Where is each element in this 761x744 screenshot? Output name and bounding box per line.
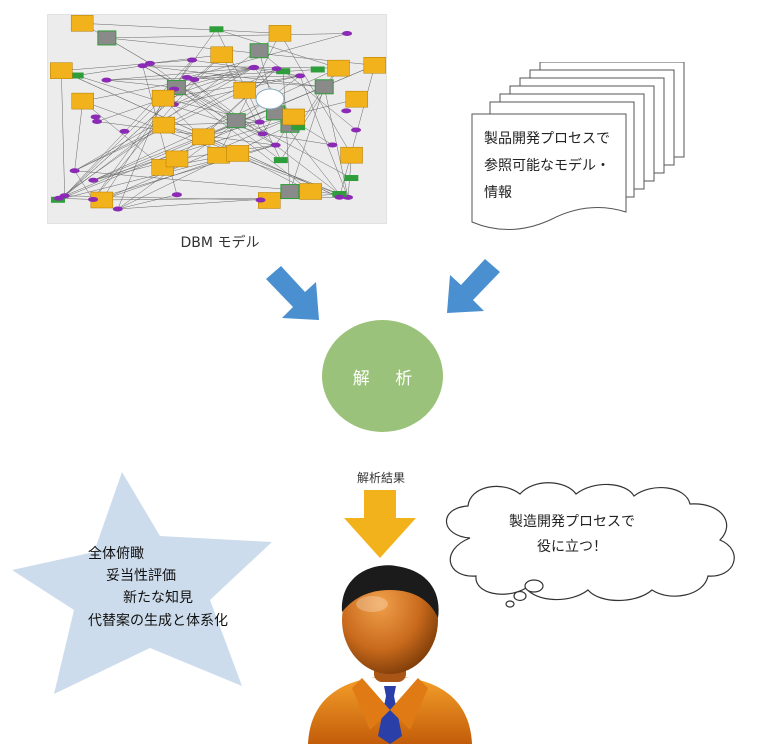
network-hub bbox=[255, 88, 285, 110]
thought-text: 製造開発プロセスで 役に立つ！ bbox=[509, 514, 635, 555]
network-node bbox=[69, 72, 84, 79]
network-node bbox=[341, 108, 352, 114]
network-node bbox=[268, 25, 292, 42]
businessman-icon bbox=[308, 565, 472, 744]
network-node bbox=[291, 124, 306, 131]
network-node bbox=[334, 194, 345, 200]
network-node bbox=[276, 68, 291, 75]
network-node bbox=[226, 145, 250, 162]
document-stack-icon bbox=[471, 62, 685, 230]
star-item: 全体俯瞰 bbox=[88, 546, 144, 562]
network-node bbox=[280, 184, 300, 200]
network-node bbox=[271, 66, 282, 72]
network-node bbox=[59, 193, 70, 199]
network-node bbox=[70, 15, 94, 32]
network-node bbox=[249, 64, 260, 70]
network-node bbox=[345, 90, 369, 108]
network-node bbox=[363, 56, 386, 74]
network-node bbox=[152, 116, 176, 134]
thought-cloud bbox=[445, 482, 735, 608]
network-node bbox=[226, 113, 246, 129]
star-item: 新たな知見 bbox=[123, 590, 193, 606]
network-node bbox=[299, 183, 322, 200]
network-node bbox=[282, 108, 305, 126]
network-node bbox=[112, 206, 123, 212]
arrow-left-down-icon bbox=[266, 266, 319, 320]
network-node bbox=[327, 142, 338, 148]
network-node bbox=[88, 177, 99, 183]
network-node bbox=[165, 150, 189, 168]
network-node bbox=[351, 127, 362, 133]
network-node bbox=[255, 197, 266, 203]
star-item: 代替案の生成と体系化 bbox=[88, 613, 228, 629]
network-node bbox=[189, 77, 200, 83]
star-shape bbox=[12, 472, 272, 694]
network-node bbox=[137, 63, 148, 69]
network-node bbox=[257, 131, 268, 137]
network-node bbox=[310, 66, 325, 73]
dbm-model-image bbox=[47, 14, 387, 224]
result-label: 解析結果 bbox=[356, 471, 405, 485]
document-text: 製品開発プロセスで 参照可能なモデル・ 情報 bbox=[484, 131, 610, 201]
network-node bbox=[97, 30, 117, 46]
network-node bbox=[90, 114, 101, 120]
network-node bbox=[92, 119, 103, 125]
network-node bbox=[233, 82, 256, 99]
arrow-right-down-icon bbox=[447, 259, 500, 313]
network-node bbox=[340, 146, 363, 164]
network-node bbox=[151, 89, 175, 107]
network-node bbox=[344, 175, 359, 182]
network-node bbox=[50, 62, 73, 79]
analysis-label: 解 析 bbox=[352, 368, 423, 389]
network-node bbox=[187, 57, 198, 63]
network-node bbox=[209, 26, 224, 33]
network-node bbox=[192, 128, 215, 146]
network-node bbox=[88, 196, 99, 202]
network-node bbox=[210, 46, 233, 64]
network-node bbox=[273, 157, 288, 164]
network-node bbox=[101, 77, 112, 83]
network-node bbox=[171, 192, 182, 198]
network-graph-icon bbox=[50, 15, 386, 212]
network-node bbox=[144, 60, 155, 66]
network-node bbox=[119, 128, 130, 134]
network-node bbox=[69, 168, 80, 174]
arrow-down-icon bbox=[344, 490, 416, 558]
network-node bbox=[342, 31, 353, 37]
network-node bbox=[71, 92, 94, 110]
network-node bbox=[207, 147, 230, 164]
network-node bbox=[327, 59, 350, 77]
network-node bbox=[181, 74, 192, 80]
star-item: 妥当性評価 bbox=[106, 568, 176, 584]
network-node bbox=[270, 142, 281, 148]
network-node bbox=[314, 79, 334, 95]
network-node bbox=[254, 119, 265, 125]
dbm-caption: DBM モデル bbox=[180, 235, 260, 251]
network-node bbox=[332, 190, 347, 197]
analysis-circle: 解 析 bbox=[322, 320, 443, 432]
network-node bbox=[295, 73, 306, 79]
network-node bbox=[249, 43, 269, 59]
